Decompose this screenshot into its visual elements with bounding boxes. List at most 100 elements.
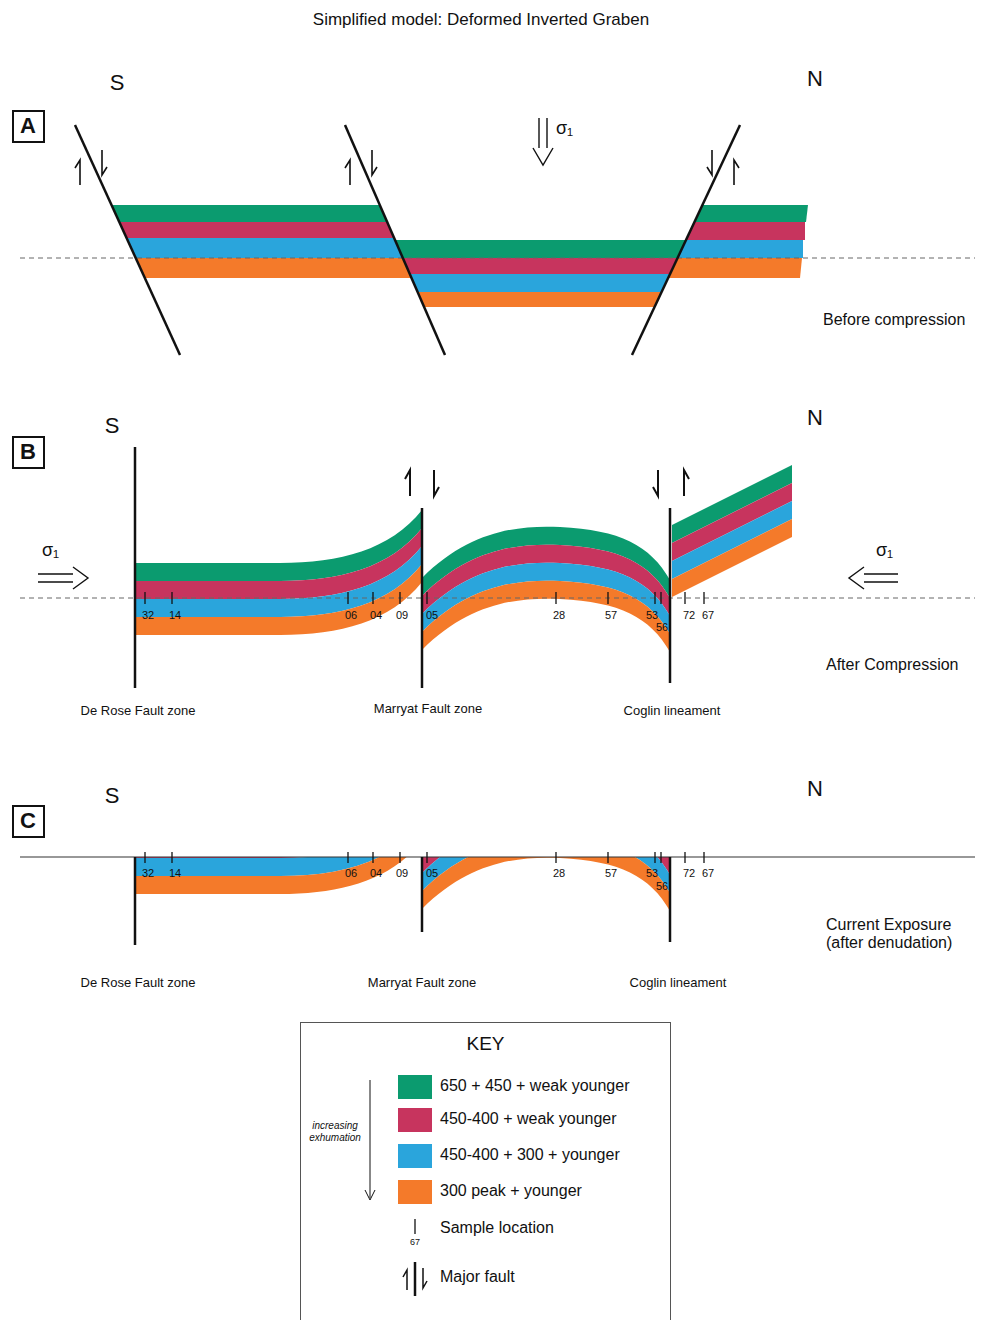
legend-text: Major fault (440, 1268, 515, 1286)
key-heading: KEY (466, 1033, 504, 1055)
sample-tick (654, 592, 655, 604)
fault-line (135, 857, 670, 945)
fault-line (345, 125, 445, 355)
key-symbols (423, 1268, 427, 1288)
ground-surface (20, 856, 975, 857)
legend-text: 450-400 + 300 + younger (440, 1146, 620, 1164)
fault-name: De Rose Fault zone (81, 976, 196, 991)
sample-number: 09 (396, 867, 408, 880)
sample-tick (171, 592, 172, 604)
direction-label: N (807, 66, 823, 91)
rock-layers-a (100, 238, 430, 258)
datum-line (20, 258, 975, 259)
stress-arrow (849, 567, 864, 589)
axis-note: increasing exhumation (302, 1120, 368, 1143)
sample-tick (660, 592, 661, 604)
rock-layers-c (135, 857, 792, 911)
direction-label: N (807, 405, 823, 430)
sample-number: 67 (702, 867, 714, 880)
fault-arrow (405, 470, 689, 496)
stress-symbol: σ₁ (876, 540, 893, 561)
rock-layers-a (600, 205, 808, 278)
sample-number: 32 (142, 609, 154, 622)
fault-name: De Rose Fault zone (81, 704, 196, 719)
fault-line (135, 447, 670, 688)
fault-name: Coglin lineament (630, 976, 727, 991)
fault-name: Coglin lineament (624, 704, 721, 719)
stress-symbol: σ₁ (556, 118, 573, 139)
sample-tick (654, 852, 655, 863)
fault-arrow (102, 150, 107, 175)
sample-tick (555, 852, 556, 863)
legend-swatch (398, 1144, 432, 1168)
rock-layers-a (100, 205, 430, 278)
sample-tick (399, 852, 400, 863)
sample-number: 28 (553, 609, 565, 622)
stage-caption: Current Exposure (after denudation) (826, 916, 976, 953)
key-symbols (370, 1080, 371, 1198)
legend-swatch (398, 1180, 432, 1204)
sample-number: 06 (345, 609, 357, 622)
rock-layers-a (380, 274, 710, 292)
fault-arrow (75, 160, 80, 185)
stress-arrow (862, 574, 898, 582)
sample-number: 05 (426, 867, 438, 880)
legend-text: Sample location (440, 1219, 554, 1237)
direction-label: S (105, 783, 120, 808)
sample-tick (171, 852, 172, 863)
fault-arrow (707, 150, 712, 175)
legend-text: 650 + 450 + weak younger (440, 1077, 629, 1095)
sample-tick (660, 852, 661, 863)
sample-number: 14 (169, 867, 181, 880)
stress-arrow (38, 567, 898, 589)
fault-arrow (405, 470, 410, 496)
fault-arrow (434, 470, 439, 496)
sample-number: 53 (646, 867, 658, 880)
rock-layers-a (100, 205, 808, 307)
sample-tick (426, 592, 427, 604)
sample-number: 28 (553, 867, 565, 880)
fault-line (421, 857, 424, 932)
panel-letter: A (20, 113, 36, 138)
rock-layers-a (380, 258, 710, 274)
sample-number: 53 (646, 609, 658, 622)
sample-number: 32 (142, 867, 154, 880)
fault-line (134, 447, 137, 688)
direction-label: S (105, 413, 120, 438)
fault-arrow (653, 470, 658, 496)
fault-line (75, 125, 180, 355)
sample-tick (347, 852, 348, 863)
sample-tick (703, 852, 704, 863)
sample-tick (399, 592, 400, 604)
rock-layers-c (135, 857, 792, 911)
sample-tick (144, 852, 145, 863)
panel-letter-box (13, 111, 44, 142)
stress-arrow (533, 148, 553, 165)
sample-number: 56 (656, 621, 668, 634)
stage-caption: After Compression (826, 656, 959, 674)
legend-text: 300 peak + younger (440, 1182, 582, 1200)
sample-number: 72 (683, 867, 695, 880)
sample-number: 04 (370, 609, 382, 622)
callout-number: 67 (410, 1237, 420, 1247)
fault-line (669, 857, 672, 942)
sample-number: 05 (426, 609, 438, 622)
fault-arrow (684, 470, 689, 496)
sample-number: 56 (656, 880, 668, 893)
direction-label: S (110, 70, 125, 95)
fault-line (75, 125, 740, 355)
sample-tick (144, 592, 145, 604)
panel-letter-box (13, 111, 44, 837)
rock-layers-a (600, 222, 805, 240)
sample-tick (684, 592, 685, 604)
rock-layers-a (380, 240, 710, 258)
legend-text: 450-400 + weak younger (440, 1110, 617, 1128)
sample-tick (372, 852, 373, 863)
sample-tick (703, 592, 704, 604)
fault-line (632, 125, 740, 355)
panel-letter-box (13, 437, 44, 468)
datum-line (20, 598, 975, 599)
stress-symbol: σ₁ (42, 540, 59, 561)
panel-letter-box (13, 806, 44, 837)
sample-tick (145, 592, 704, 604)
